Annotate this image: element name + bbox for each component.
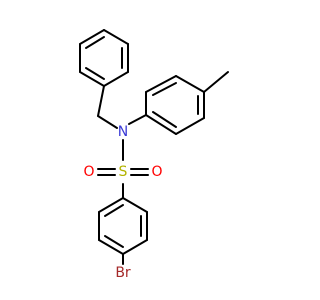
- atom-label-o-left: O: [83, 164, 94, 180]
- bond: [97, 115, 118, 129]
- bond: [103, 71, 129, 87]
- bond-inner: [104, 235, 124, 248]
- molecule-structure: N S O O Br: [79, 29, 229, 281]
- bond-inner: [152, 111, 177, 128]
- bond: [145, 75, 177, 93]
- bond: [98, 197, 124, 213]
- bond: [122, 197, 148, 213]
- atom-labels: N S O O Br: [83, 124, 162, 281]
- atom-label-o-right: O: [151, 164, 162, 180]
- bond: [145, 114, 177, 135]
- bond-inner: [85, 36, 105, 49]
- atom-label-br: Br: [115, 265, 131, 281]
- bond-inner: [85, 67, 105, 80]
- bond: [79, 29, 105, 45]
- bond: [97, 85, 105, 117]
- bond: [79, 71, 105, 87]
- bond-inner: [152, 82, 177, 96]
- bond-inner: [104, 204, 124, 217]
- bond: [203, 71, 229, 93]
- atom-label-s: S: [119, 164, 128, 180]
- bond: [175, 75, 205, 93]
- bond: [103, 29, 129, 45]
- bond: [128, 114, 147, 125]
- bond: [98, 239, 124, 255]
- atom-label-n: N: [118, 124, 128, 140]
- bond: [175, 117, 205, 135]
- bond: [122, 239, 148, 255]
- bond-lines: [79, 29, 229, 265]
